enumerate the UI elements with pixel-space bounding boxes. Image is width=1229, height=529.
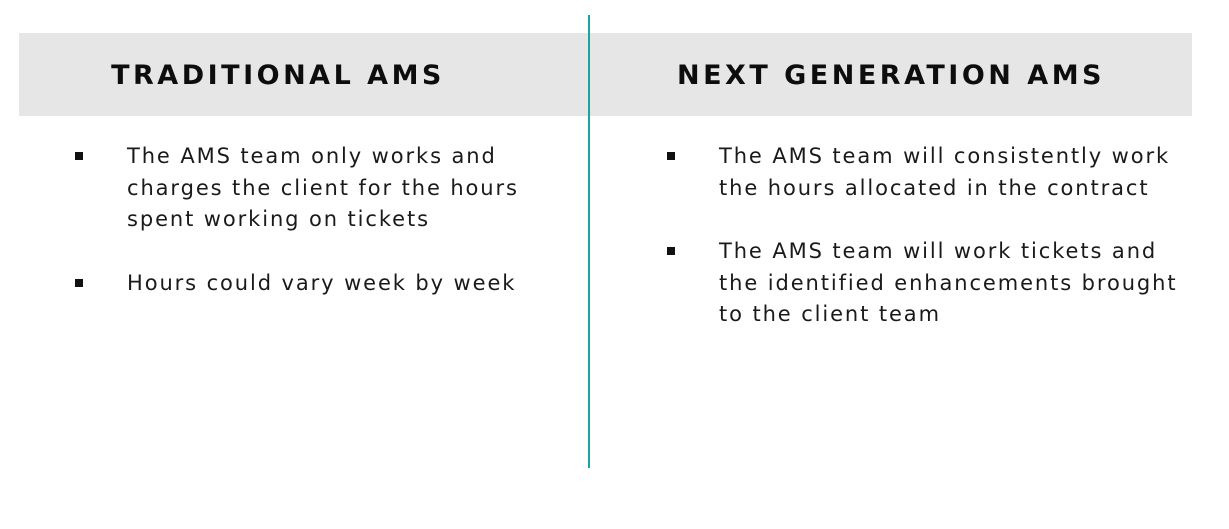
bullet-text: The AMS team will consistently work the … <box>719 144 1171 200</box>
list-item: The AMS team will work tickets and the i… <box>667 236 1187 331</box>
square-bullet-icon <box>667 152 675 160</box>
bullet-text: Hours could vary week by week <box>127 270 517 295</box>
list-item: Hours could vary week by week <box>75 268 575 300</box>
square-bullet-icon <box>75 278 83 287</box>
square-bullet-icon <box>75 152 83 160</box>
list-item: The AMS team will consistently work the … <box>667 141 1187 204</box>
next-generation-ams-list: The AMS team will consistently work the … <box>667 141 1187 363</box>
list-item: The AMS team only works and charges the … <box>75 141 575 236</box>
traditional-ams-title: TRADITIONAL AMS <box>111 60 445 91</box>
traditional-ams-list: The AMS team only works and charges the … <box>75 141 575 331</box>
bullet-text: The AMS team will work tickets and the i… <box>719 239 1178 326</box>
next-generation-ams-title: NEXT GENERATION AMS <box>676 60 1106 91</box>
column-divider <box>588 15 590 468</box>
header-band <box>19 33 1192 116</box>
bullet-text: The AMS team only works and charges the … <box>127 144 519 231</box>
square-bullet-icon <box>667 247 675 255</box>
